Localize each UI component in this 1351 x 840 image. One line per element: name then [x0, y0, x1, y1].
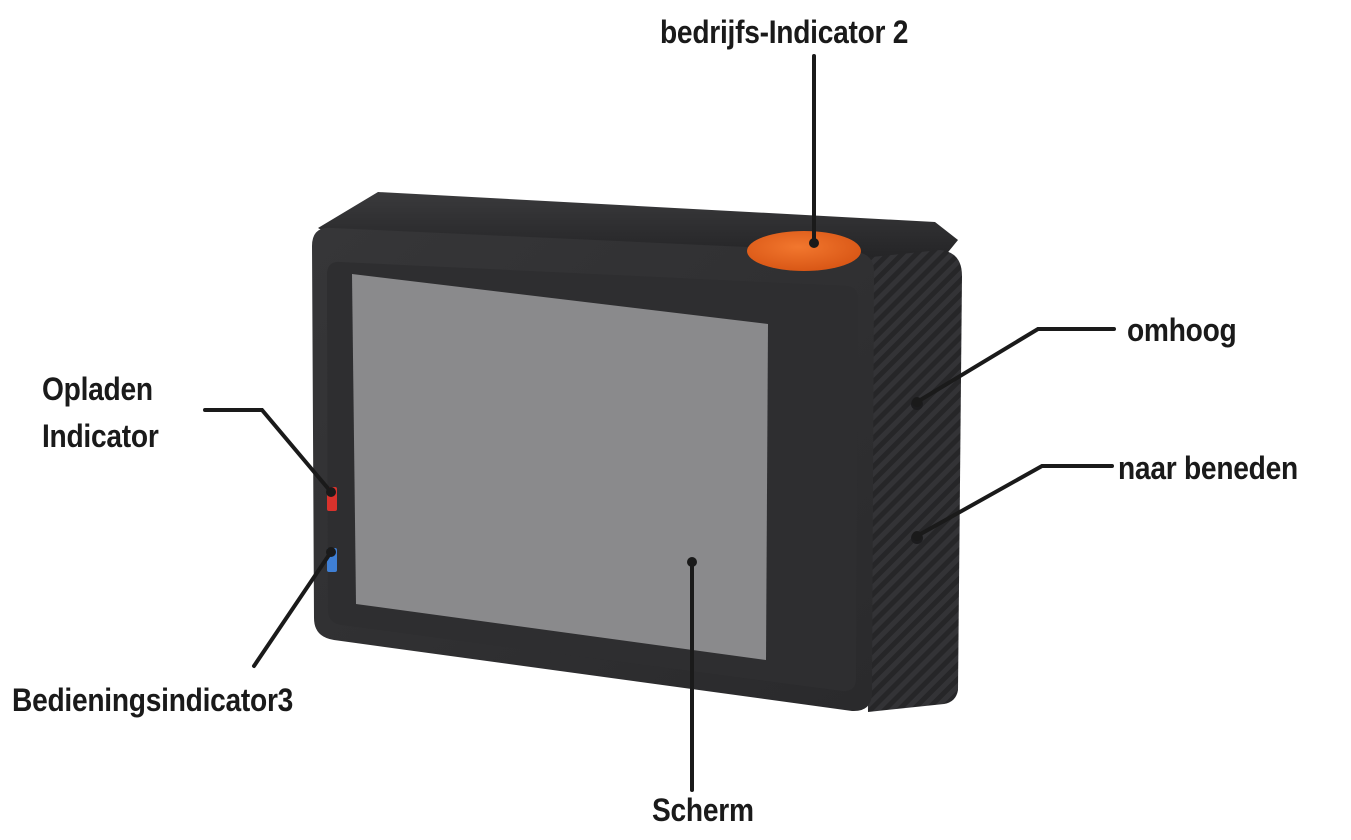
leader-down-dot	[912, 531, 922, 541]
leader-operation	[252, 550, 333, 668]
label-power-indicator: bedrijfs-Indicator 2	[660, 14, 909, 50]
leader-charge-dot	[326, 487, 336, 497]
label-down-button: naar beneden	[1118, 450, 1298, 486]
leader-up	[915, 327, 1116, 404]
leader-up-dot	[912, 397, 922, 407]
shutter-button	[747, 231, 861, 271]
leader-screen-dot	[687, 557, 697, 567]
leader-down	[915, 464, 1114, 538]
leader-operation-dot	[326, 547, 336, 557]
label-charge-indicator-line1: Opladen	[42, 371, 153, 407]
label-operation-indicator: Bedieningsindicator3	[12, 682, 294, 718]
leader-power-dot	[809, 238, 819, 248]
leader-charge	[203, 408, 333, 494]
label-charge-indicator-line2: Indicator	[42, 418, 159, 454]
label-up-button: omhoog	[1127, 312, 1237, 348]
screen	[352, 274, 768, 660]
label-screen: Scherm	[652, 792, 754, 828]
camera-right-side	[862, 250, 962, 712]
